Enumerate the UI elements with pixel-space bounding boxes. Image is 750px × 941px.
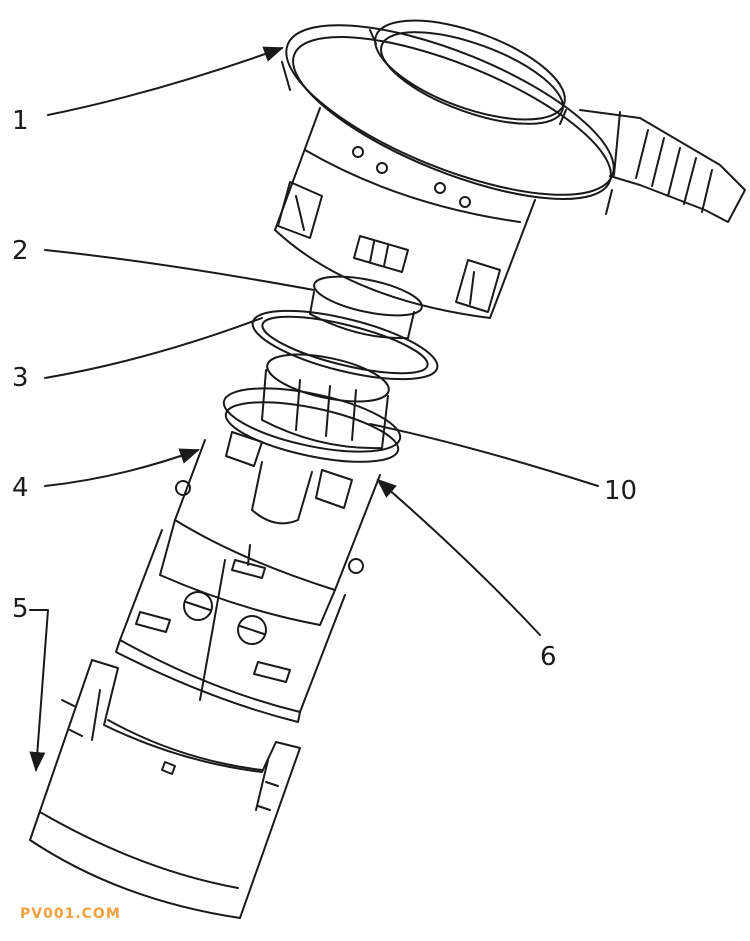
part-4-middle-body <box>115 387 402 723</box>
part-10-inner-cylinder <box>261 353 390 450</box>
callout-label-5: 5 <box>12 594 29 624</box>
callout-label-4: 4 <box>12 473 29 503</box>
part-1-top-housing <box>274 19 746 319</box>
watermark-text: PV001.COM <box>20 906 121 922</box>
callout-label-1: 1 <box>12 106 29 136</box>
part-2-cylinder-seal <box>309 275 423 340</box>
part-5-bottom-clip <box>29 659 301 919</box>
callout-label-10: 10 <box>604 476 638 506</box>
callout-label-3: 3 <box>12 363 29 393</box>
leader-lines <box>29 46 599 772</box>
callout-label-2: 2 <box>12 236 29 266</box>
callout-label-6: 6 <box>540 642 557 672</box>
